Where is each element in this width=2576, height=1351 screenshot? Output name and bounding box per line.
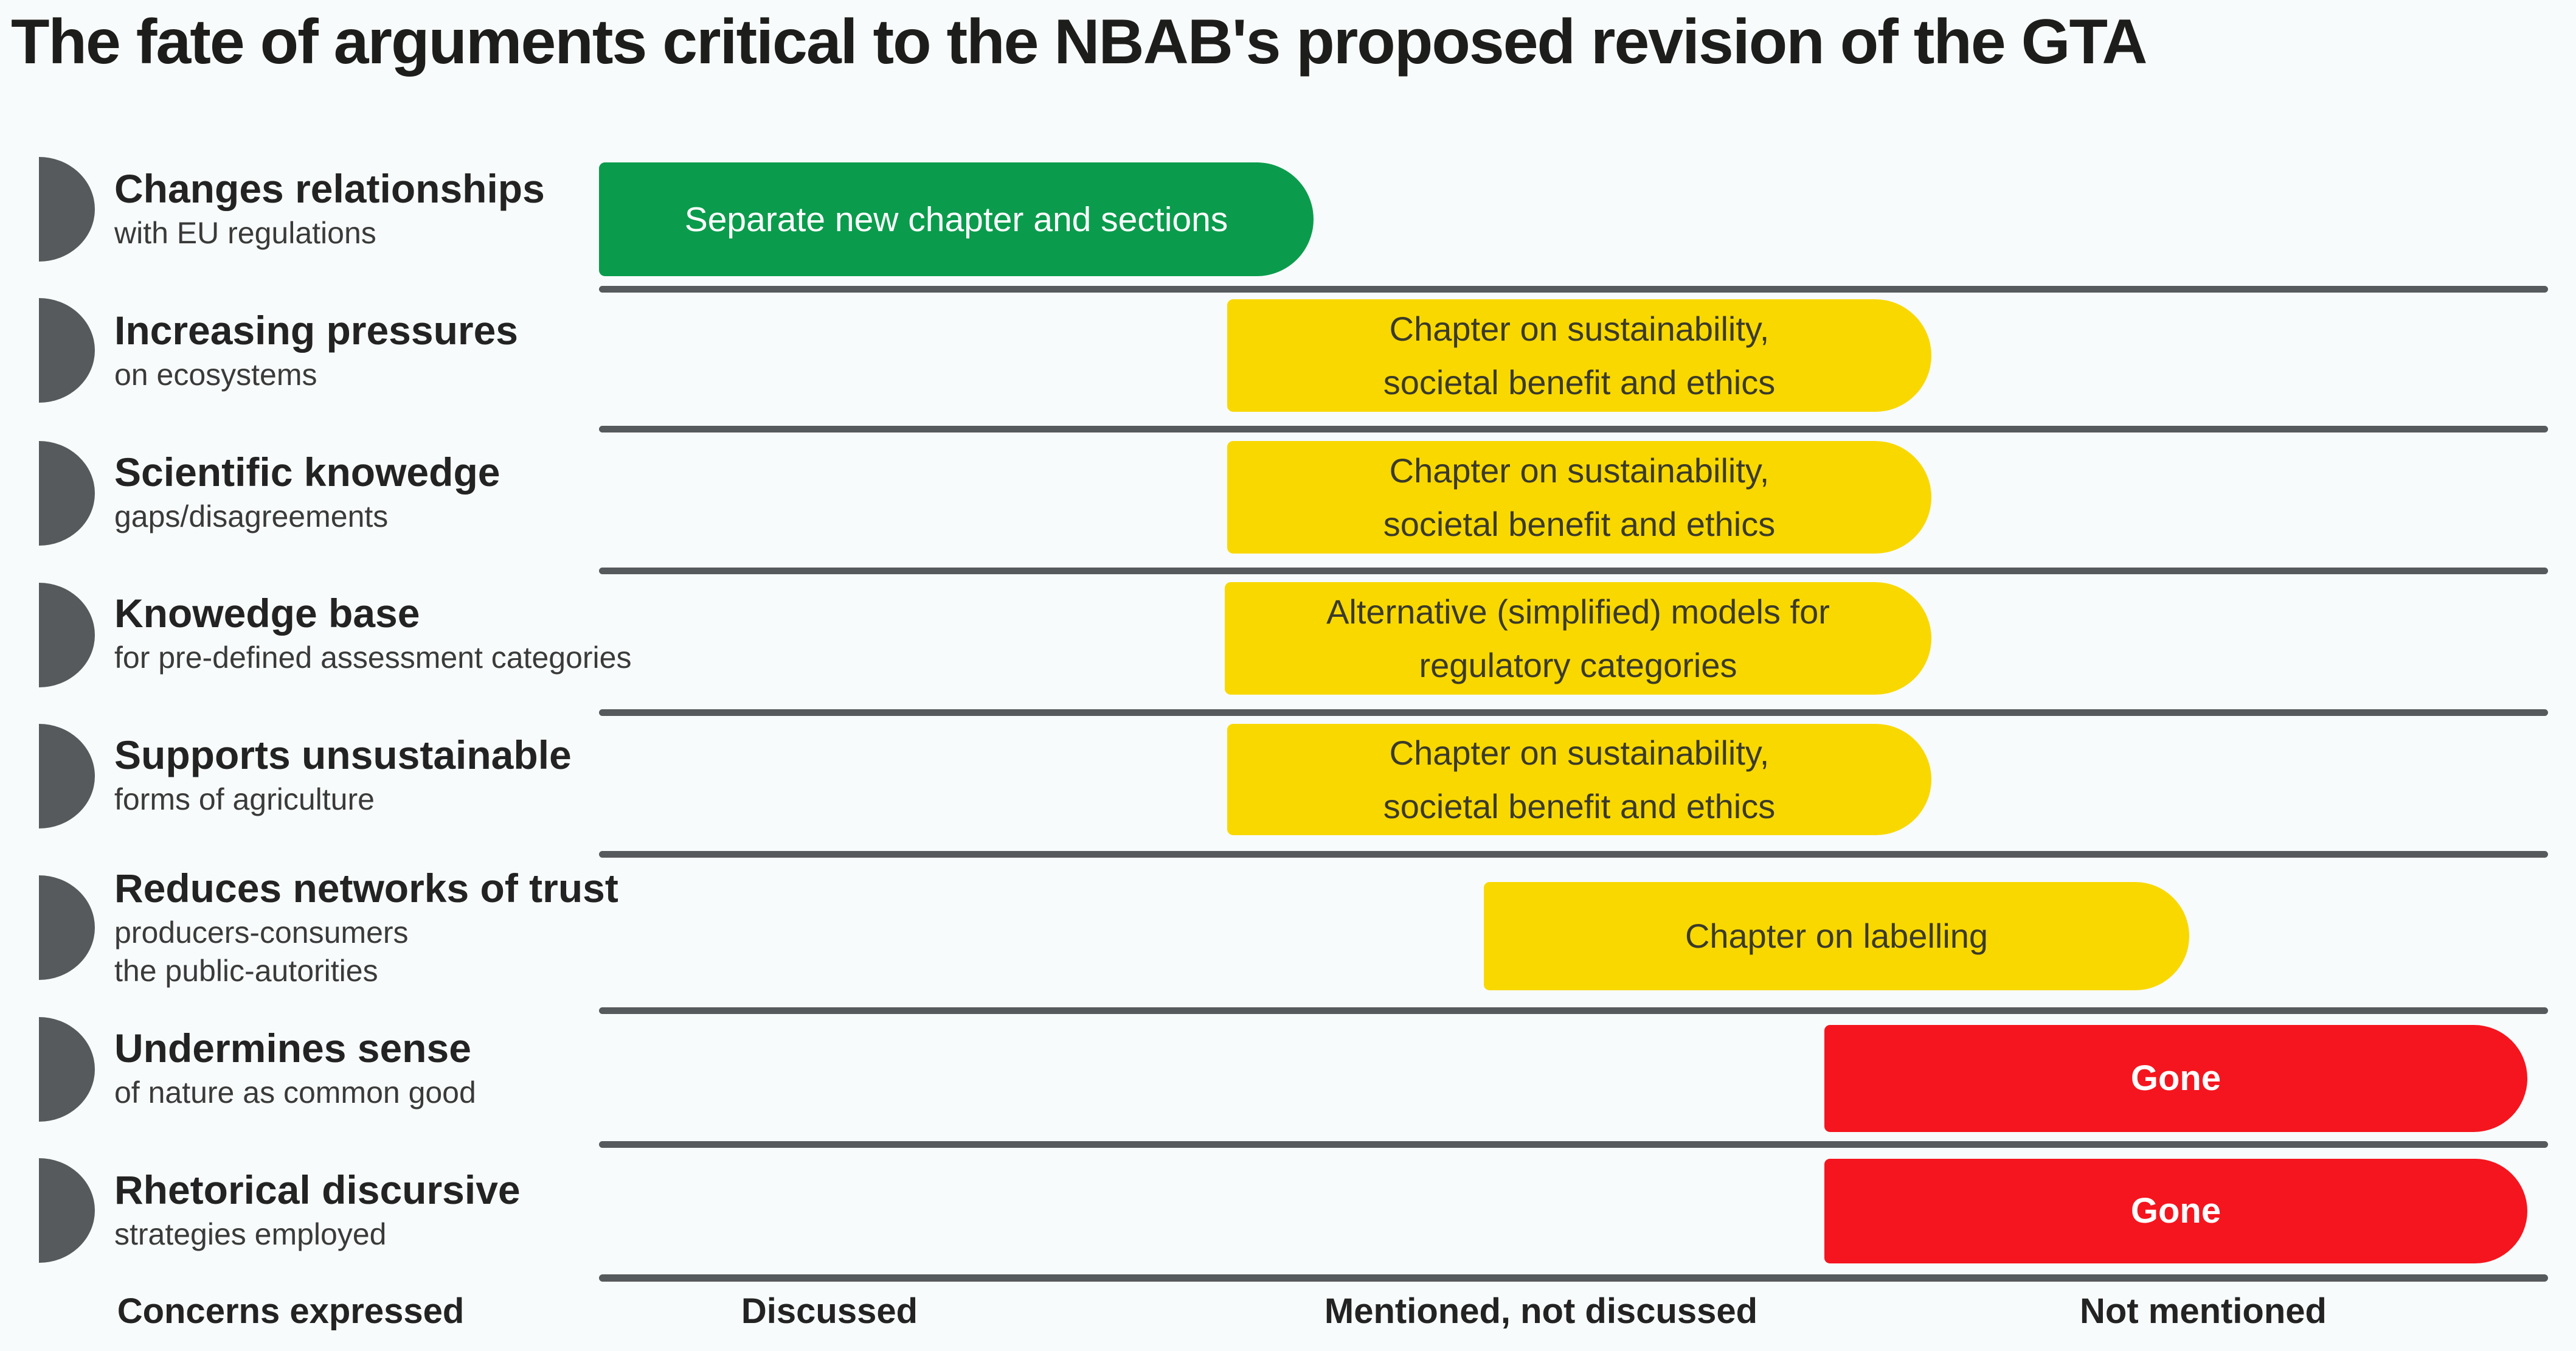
concern-subtitle: producers-consumers	[114, 915, 409, 950]
concern-bullet-icon	[39, 1158, 95, 1263]
row-separator	[599, 851, 2548, 858]
concern-title: Reduces networks of trust	[114, 866, 618, 911]
concern-label-supports-unsustainable: Supports unsustainable forms of agricult…	[114, 729, 572, 819]
fate-bar-label-line: societal benefit and ethics	[1383, 363, 1776, 401]
concern-bullet-icon	[39, 298, 95, 403]
concern-bullet-icon	[39, 875, 95, 980]
concern-bullet-icon	[39, 441, 95, 546]
fate-bar-not-mentioned: Gone	[1824, 1159, 2527, 1263]
concern-label-scientific-knowedge: Scientific knowedge gaps/disagreements	[114, 446, 500, 536]
concern-title: Rhetorical discursive	[114, 1167, 521, 1212]
row-separator	[599, 426, 2548, 432]
concern-label-changes-relationships: Changes relationships with EU regulation…	[114, 163, 545, 252]
fate-bar-label-line: Chapter on sustainability,	[1389, 733, 1770, 772]
fate-bar-mentioned: Chapter on sustainability, societal bene…	[1227, 441, 1931, 554]
column-header-discussed: Discussed	[741, 1291, 918, 1331]
concern-subtitle: the public-autorities	[114, 954, 378, 988]
concern-subtitle: forms of agriculture	[114, 782, 375, 816]
row-separator	[599, 568, 2548, 574]
concern-subtitle: gaps/disagreements	[114, 499, 389, 533]
concern-label-increasing-pressures: Increasing pressures on ecosystems	[114, 305, 518, 394]
fate-bar-label: Chapter on labelling	[1684, 917, 1989, 955]
row-separator	[599, 1141, 2548, 1148]
concern-bullet-icon	[39, 724, 95, 828]
column-header-mentioned-not-discussed: Mentioned, not discussed	[1324, 1291, 1758, 1331]
fate-bar-mentioned: Chapter on labelling	[1484, 882, 2189, 990]
fate-bar-label-line: Alternative (simplified) models for	[1326, 592, 1830, 631]
concern-title: Changes relationships	[114, 166, 545, 211]
concern-subtitle: on ecosystems	[114, 358, 317, 392]
concern-subtitle: for pre-defined assessment categories	[114, 641, 632, 675]
concern-subtitle: of nature as common good	[114, 1075, 476, 1110]
concern-title: Increasing pressures	[114, 308, 518, 353]
row-separator	[599, 286, 2548, 293]
concern-title: Knowedge base	[114, 591, 420, 636]
concern-label-undermines-sense: Undermines sense of nature as common goo…	[114, 1023, 476, 1112]
fate-bar-label: Gone	[2130, 1191, 2221, 1231]
fate-bar-discussed: Separate new chapter and sections	[599, 162, 1314, 276]
fate-bar-label-line: Chapter on sustainability,	[1389, 451, 1770, 490]
concern-label-reduces-networks-of-trust: Reduces networks of trust producers-cons…	[114, 863, 618, 990]
concern-title: Supports unsustainable	[114, 732, 572, 777]
axis-label-concerns-expressed: Concerns expressed	[117, 1291, 465, 1331]
fate-bar-label-line: regulatory categories	[1419, 645, 1737, 684]
fate-bar-mentioned: Chapter on sustainability, societal bene…	[1227, 724, 1931, 835]
fate-bar-label-line: societal benefit and ethics	[1383, 787, 1776, 825]
page-title: The fate of arguments critical to the NB…	[11, 7, 2147, 77]
concern-bullet-icon	[39, 583, 95, 687]
concern-title: Scientific knowedge	[114, 450, 500, 495]
row-separator	[599, 1007, 2548, 1014]
column-header-not-mentioned: Not mentioned	[2080, 1291, 2327, 1331]
concern-subtitle: with EU regulations	[114, 216, 376, 250]
fate-bar-mentioned: Chapter on sustainability, societal bene…	[1227, 299, 1931, 412]
fate-bar-label-line: societal benefit and ethics	[1383, 504, 1776, 543]
concern-bullet-icon	[39, 157, 95, 262]
fate-bar-not-mentioned: Gone	[1824, 1025, 2527, 1132]
concern-label-rhetorical-discursive: Rhetorical discursive strategies employe…	[114, 1164, 521, 1254]
fate-bar-label: Separate new chapter and sections	[684, 200, 1228, 239]
fate-bar-mentioned: Alternative (simplified) models for regu…	[1225, 582, 1931, 695]
fate-bar-label: Gone	[2130, 1058, 2221, 1098]
axis-baseline	[599, 1274, 2548, 1282]
concern-bullet-icon	[39, 1017, 95, 1122]
row-separator	[599, 709, 2548, 716]
concern-title: Undermines sense	[114, 1026, 471, 1071]
concern-subtitle: strategies employed	[114, 1217, 387, 1251]
fate-bar-label-line: Chapter on sustainability,	[1389, 309, 1770, 348]
concern-label-knowedge-base: Knowedge base for pre-defined assessment…	[114, 588, 631, 677]
